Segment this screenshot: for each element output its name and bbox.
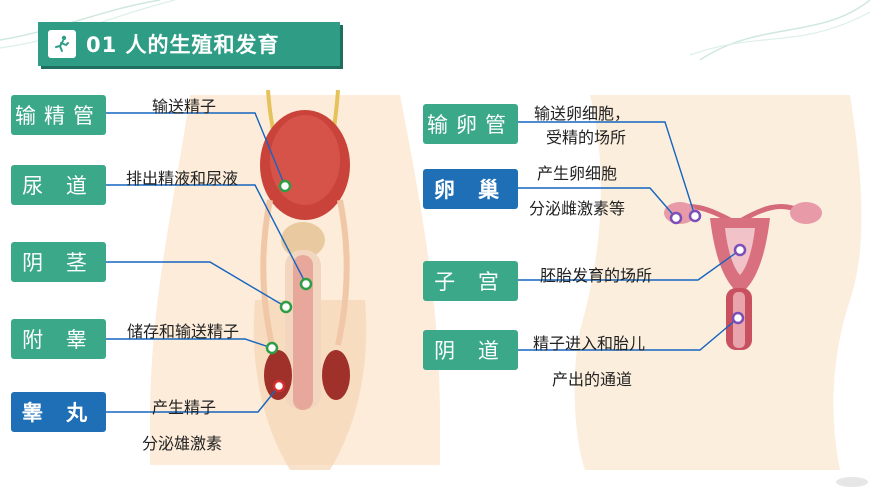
- tag-penis: 阴 茎: [11, 242, 106, 282]
- male-leader-lines: [105, 112, 307, 413]
- marker-vagina: [731, 311, 745, 325]
- note-vas-deferens: 输送精子: [152, 97, 217, 116]
- note-epididymis: 储存和输送精子: [127, 322, 240, 341]
- section-title-bar: 01 人的生殖和发育: [38, 22, 340, 66]
- tag-vas-deferens: 输精管: [11, 95, 106, 135]
- note-oviduct-transport: 输送卵细胞，: [534, 104, 631, 123]
- note-uterus: 胚胎发育的场所: [540, 266, 653, 285]
- tag-testis: 睾 丸: [11, 392, 106, 432]
- female-body-silhouette: [574, 95, 862, 470]
- female-markers: [669, 209, 747, 325]
- tag-vagina: 阴 道: [423, 330, 518, 370]
- female-leader-lines: [515, 121, 741, 351]
- note-oviduct-fertilization: 受精的场所: [546, 128, 627, 147]
- page-title: 01 人的生殖和发育: [86, 33, 280, 57]
- note-testis-hormone: 分泌雄激素: [142, 434, 223, 453]
- note-testis-sperm: 产生精子: [152, 398, 217, 417]
- runner-icon: [48, 30, 76, 58]
- marker-penis: [279, 300, 293, 314]
- tag-ovary: 卵 巢: [423, 169, 518, 209]
- tag-oviduct: 输卵管: [423, 104, 518, 144]
- note-ovary-egg: 产生卵细胞: [537, 164, 618, 183]
- note-urethra: 排出精液和尿液: [126, 169, 239, 188]
- male-reproductive-organs: [260, 89, 350, 410]
- tag-uterus: 子 宫: [423, 261, 518, 301]
- marker-urethra: [299, 277, 313, 291]
- tag-epididymis: 附 睾: [11, 319, 106, 359]
- note-vagina-entry: 精子进入和胎儿: [533, 334, 646, 353]
- male-markers: [265, 179, 313, 393]
- note-ovary-hormone: 分泌雌激素等: [529, 199, 626, 218]
- note-vagina-birth: 产出的通道: [552, 370, 633, 389]
- marker-ovary: [669, 211, 683, 225]
- marker-uterus: [733, 243, 747, 257]
- tag-urethra: 尿 道: [11, 165, 106, 205]
- marker-oviduct: [688, 209, 702, 223]
- marker-testis: [272, 379, 286, 393]
- marker-epididymis: [265, 341, 279, 355]
- marker-vas-deferens: [278, 179, 292, 193]
